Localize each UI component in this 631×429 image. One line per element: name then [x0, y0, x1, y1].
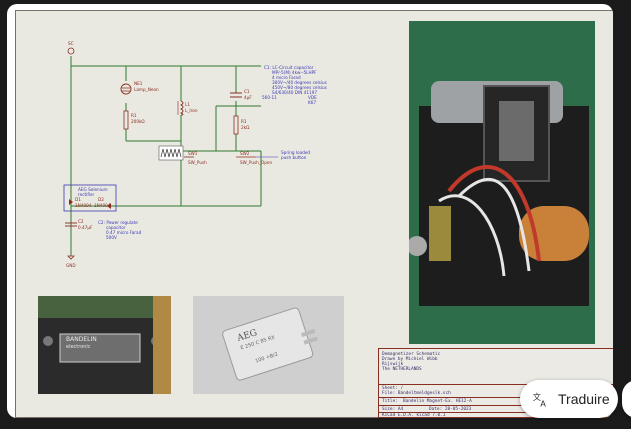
svg-text:R1: R1 — [241, 119, 247, 124]
ac-source-symbol: SC — [67, 41, 75, 55]
svg-text:capacitor: capacitor — [106, 225, 126, 230]
label-plate-photo: BANDELIN electronic — [38, 296, 171, 394]
svg-text:SW1: SW1 — [188, 151, 198, 156]
device-internals-photo — [409, 21, 595, 344]
c1-note: C1: LC-Circuit capacitor MP/-5(M) 4kw--5… — [262, 65, 327, 105]
source-ref: SC — [68, 41, 74, 46]
switch-sw1: SW1 SW_Push — [184, 151, 207, 165]
svg-text:A: A — [540, 399, 546, 409]
svg-text:R1: R1 — [131, 113, 137, 118]
svg-text:C2: C2 — [78, 219, 84, 224]
svg-text:500V: 500V — [106, 235, 117, 240]
svg-text:MP/-5(M) 4kw--5LHPF: MP/-5(M) 4kw--5LHPF — [272, 70, 317, 75]
svg-text:GND: GND — [66, 263, 76, 268]
svg-text:C2: Power regulate: C2: Power regulate — [98, 220, 138, 225]
svg-text:0.47 micro Farad: 0.47 micro Farad — [106, 230, 142, 235]
svg-text:C1: C1 — [244, 89, 250, 94]
svg-text:560-11: 560-11 — [262, 95, 277, 100]
switch-sw2: SW2 SW_Push_Open — [236, 151, 272, 165]
svg-text:S4/630/40 DIN 41197: S4/630/40 DIN 41197 — [272, 90, 317, 95]
ground-symbol: GND — [66, 255, 76, 268]
neon-lamp-ne1: NE1 Lamp_Neon — [120, 81, 159, 95]
svg-text:D2: D2 — [98, 197, 104, 202]
svg-text:push button: push button — [281, 155, 307, 160]
svg-text:Lamp_Neon: Lamp_Neon — [134, 87, 159, 92]
capacitor-c2: C2 0.47µF — [65, 219, 93, 230]
capacitor-c1: C1 4µF — [230, 89, 252, 100]
svg-text:SW_Push: SW_Push — [188, 160, 207, 165]
svg-text:AEG Selenium: AEG Selenium — [78, 187, 108, 192]
translate-icon: 文 A — [533, 392, 547, 409]
svg-text:2kΩ: 2kΩ — [241, 125, 250, 130]
svg-text:K67: K67 — [308, 100, 316, 105]
svg-text:BANDELIN: BANDELIN — [66, 336, 97, 343]
translate-button[interactable]: 文 A Traduire — [520, 380, 618, 418]
svg-text:VDE: VDE — [308, 95, 317, 100]
svg-text:L1: L1 — [185, 102, 190, 107]
svg-text:C1: LC-Circuit capacitor: C1: LC-Circuit capacitor — [264, 65, 314, 70]
switch-note: Spring loaded push button — [256, 150, 310, 160]
c2-note: C2: Power regulate capacitor 0.47 micro … — [98, 220, 142, 240]
svg-text:1N4004: 1N4004 — [75, 203, 92, 208]
translate-button-label: Traduire — [558, 391, 610, 407]
svg-text:rectifier: rectifier — [78, 192, 95, 197]
image-viewer-card: SC NE1 Lamp_Neon R1 200kΩ — [7, 4, 613, 418]
svg-text:450V~/80 degrees celsius: 450V~/80 degrees celsius — [272, 85, 327, 90]
svg-text:NE1: NE1 — [134, 81, 143, 86]
waveform-graphic — [158, 145, 184, 161]
schematic-sheet: SC NE1 Lamp_Neon R1 200kΩ — [15, 10, 613, 418]
svg-text:4µF: 4µF — [244, 95, 252, 100]
svg-text:300V~/40 degrees celsius: 300V~/40 degrees celsius — [272, 80, 327, 85]
svg-text:4 micro Farad: 4 micro Farad — [272, 75, 301, 80]
svg-text:L_Iron: L_Iron — [185, 108, 198, 113]
svg-text:SW2: SW2 — [240, 151, 250, 156]
svg-text:SW_Push_Open: SW_Push_Open — [240, 160, 272, 165]
selenium-rectifier-photo: AEG E 250 C 85 RX 100 +B/2 — [193, 296, 344, 394]
svg-text:1N4004: 1N4004 — [94, 203, 111, 208]
svg-text:D1: D1 — [75, 197, 81, 202]
inductor-l1: L1 L_Iron — [177, 100, 198, 116]
resistor-r2: R1 2kΩ — [233, 115, 250, 135]
svg-text:200kΩ: 200kΩ — [131, 119, 145, 124]
secondary-floating-button[interactable] — [622, 380, 631, 418]
svg-text:文: 文 — [533, 392, 541, 402]
selenium-rectifier-block: AEG Selenium rectifier D1 1N4004 D2 1N40… — [63, 184, 117, 212]
svg-text:0.47µF: 0.47µF — [78, 225, 93, 230]
schematic-canvas: SC NE1 Lamp_Neon R1 200kΩ — [63, 41, 327, 268]
resistor-r1: R1 200kΩ — [123, 110, 145, 130]
svg-text:electronic: electronic — [66, 344, 91, 350]
svg-text:Spring loaded: Spring loaded — [281, 150, 310, 155]
title-block-title: Bandelin Magnet-Ex. HE12-A — [403, 399, 472, 404]
